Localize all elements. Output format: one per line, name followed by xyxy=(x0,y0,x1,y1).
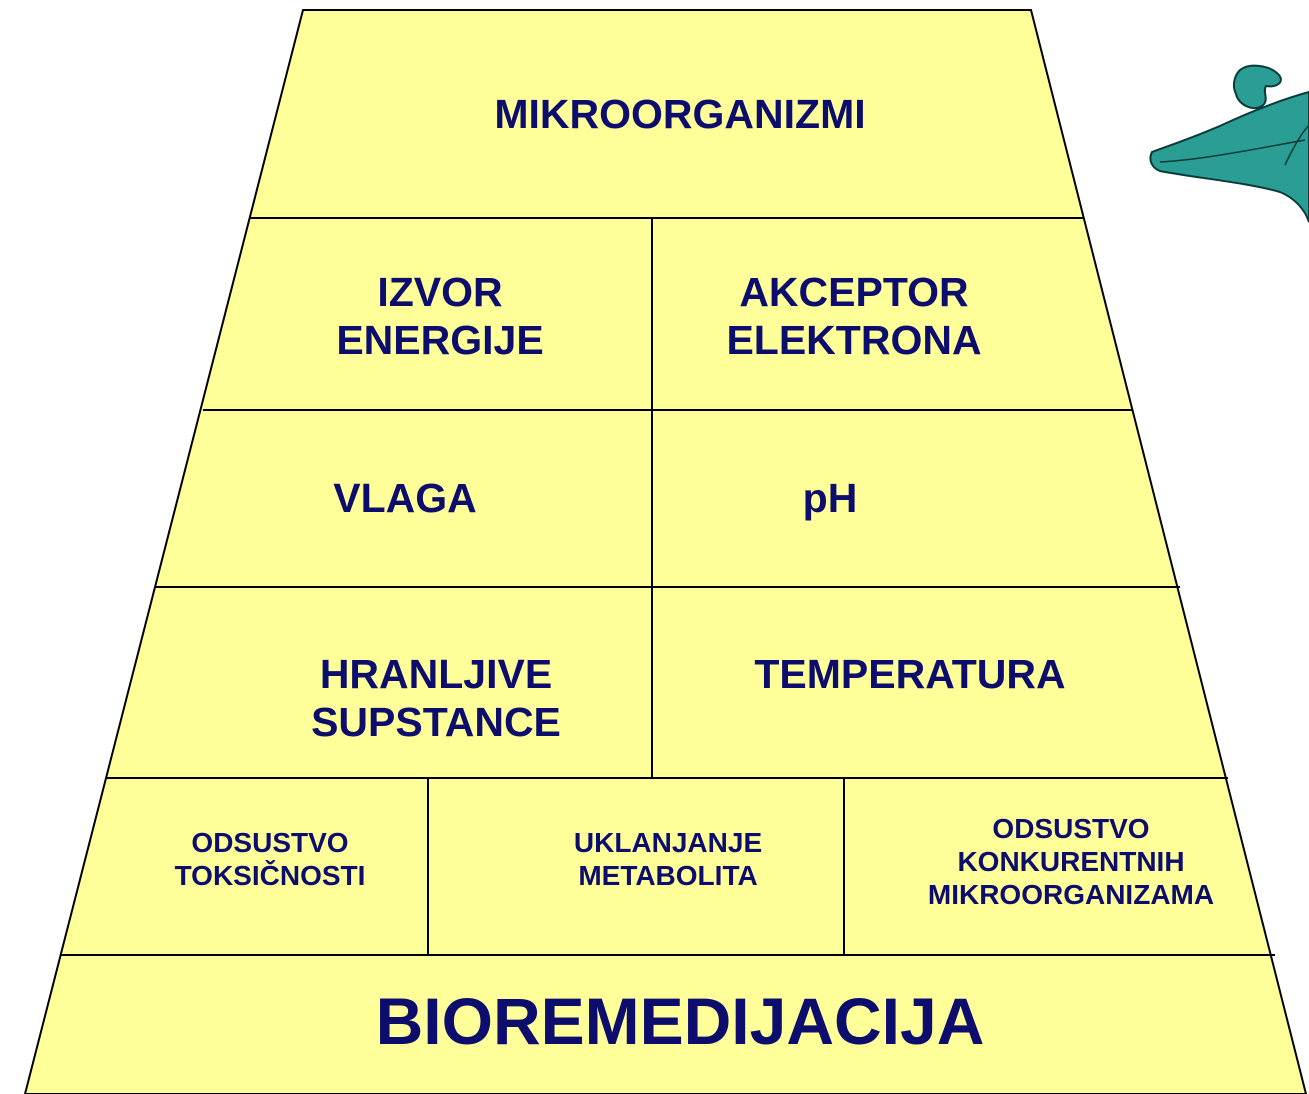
label-izvor-energije: IZVOR ENERGIJE xyxy=(336,269,544,364)
label-odsustvo-toksicnosti: ODSUSTVO TOKSIČNOSTI xyxy=(174,827,366,892)
label-odsustvo-konkurentnih-mikroorganizama: ODSUSTVO KONKURENTNIH MIKROORGANIZAMA xyxy=(927,813,1215,911)
top-label-mikroorganizmi: MIKROORGANIZMI xyxy=(494,91,866,137)
column-dividers xyxy=(427,218,845,955)
leaf-icon xyxy=(1149,64,1309,223)
base-label-bioremedijacija: BIOREMEDIJACIJA xyxy=(375,984,985,1058)
label-temperatura: TEMPERATURA xyxy=(754,651,1066,697)
label-ph: pH xyxy=(802,475,858,521)
row-dividers xyxy=(60,217,1275,956)
label-akceptor-elektrona: AKCEPTOR ELEKTRONA xyxy=(726,269,982,364)
label-vlaga: VLAGA xyxy=(333,475,477,521)
pyramid-body xyxy=(23,9,1308,1094)
label-hranljive-supstance: HRANLJIVE SUPSTANCE xyxy=(311,651,561,746)
label-uklanjanje-metabolita: UKLANJANJE METABOLITA xyxy=(573,827,763,892)
